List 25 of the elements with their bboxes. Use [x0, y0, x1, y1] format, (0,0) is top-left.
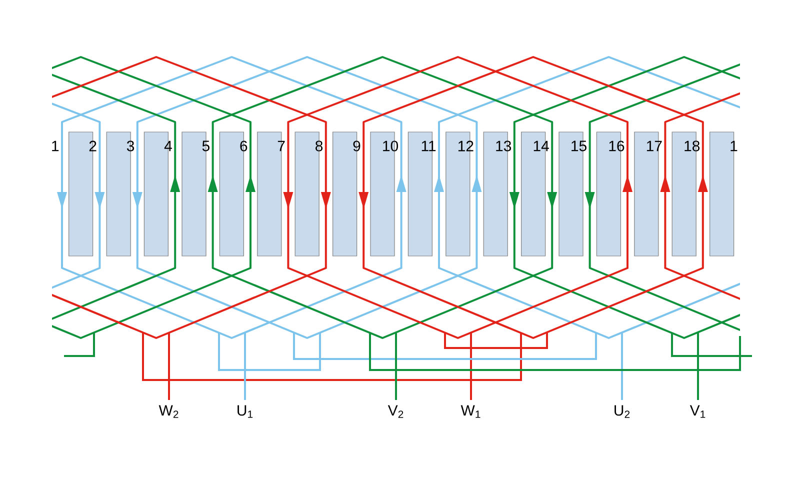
slot-number: 6: [240, 140, 248, 152]
slot-number: 16: [609, 140, 624, 152]
slot-number: 14: [534, 140, 549, 152]
slot-number: 18: [684, 140, 700, 152]
terminal-label: W$_{1}$: [460, 405, 480, 418]
slot-number: 8: [316, 140, 323, 152]
terminal-label: U$_{2}$: [614, 405, 630, 418]
terminal-label: U$_{1}$: [238, 405, 253, 418]
slot-number: 2: [89, 140, 96, 152]
slot-number: 1: [730, 140, 738, 152]
slot-number: 11: [422, 140, 436, 152]
slot-number: 17: [646, 140, 662, 152]
slot-number: 7: [278, 140, 285, 152]
slot-number: 12: [458, 140, 474, 152]
slot-number: 5: [202, 140, 210, 152]
slot-number: 13: [496, 140, 512, 152]
terminal-label: V$_{1}$: [690, 405, 706, 418]
slot-number: 10: [383, 140, 398, 152]
slot-number: 1: [52, 140, 59, 152]
slot-number: 4: [164, 140, 172, 152]
slot-number: 9: [353, 140, 360, 152]
terminal-label: V$_{2}$: [388, 405, 404, 418]
slot-number: 15: [572, 140, 586, 152]
terminal-label: W$_{2}$: [158, 405, 178, 418]
slot-number: 3: [126, 140, 134, 152]
